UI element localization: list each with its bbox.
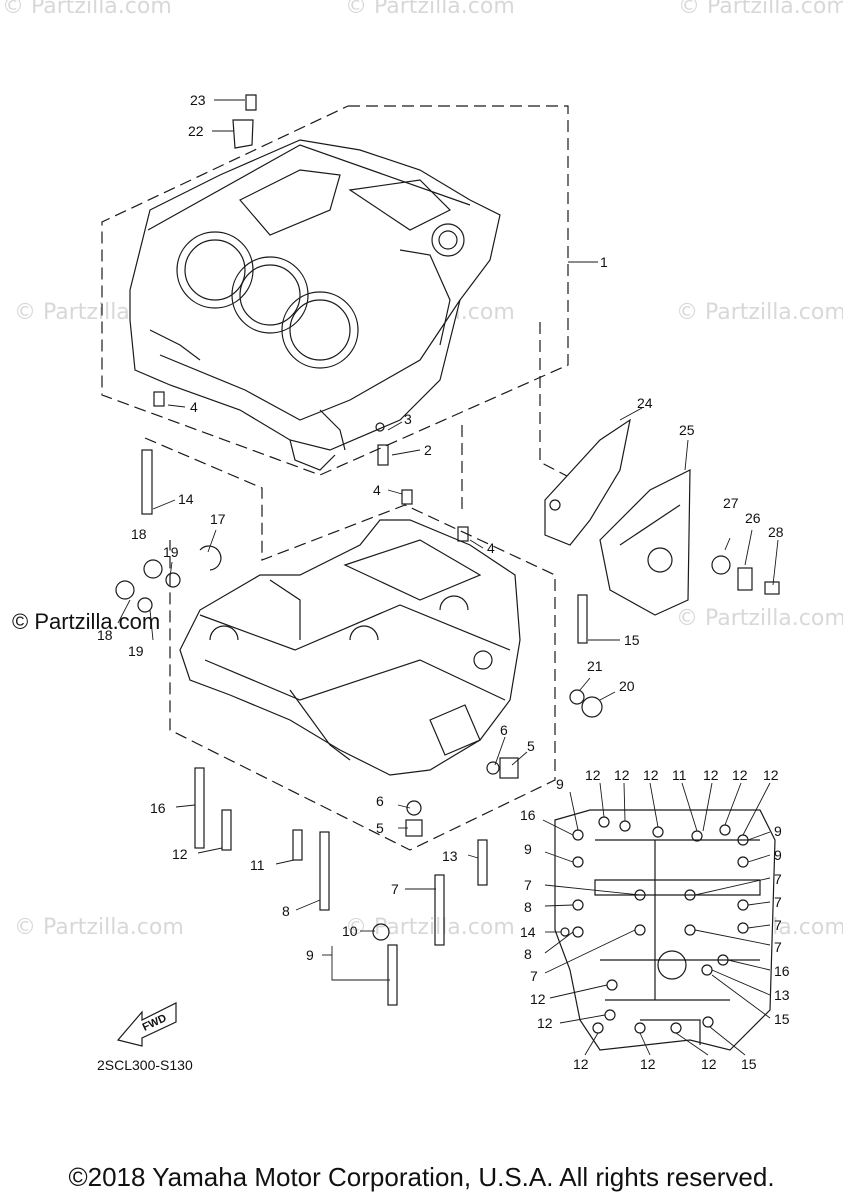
callout-1: 1 [600, 254, 608, 270]
inset-callout-12: 12 [585, 767, 601, 783]
inset-callout-7: 7 [774, 871, 782, 887]
small-parts [115, 94, 780, 1006]
callout-8: 8 [282, 903, 290, 919]
inset-bottom-view [554, 809, 776, 1051]
callout-27: 27 [723, 495, 739, 511]
inset-callout-11: 11 [672, 767, 687, 783]
callout-24: 24 [637, 395, 653, 411]
watermark: © Partzilla.com [676, 606, 843, 631]
callout-5: 5 [376, 820, 384, 836]
callout-25: 25 [679, 422, 695, 438]
inset-callout-12: 12 [703, 767, 719, 783]
watermark: © Partzilla.com [676, 300, 843, 325]
copyright-text: ©2018 Yamaha Motor Corporation, U.S.A. A… [68, 1162, 775, 1192]
inset-callout-9: 9 [774, 823, 782, 839]
inset-callout-12: 12 [530, 991, 546, 1007]
callout-22: 22 [188, 123, 204, 139]
callout-12: 12 [172, 846, 188, 862]
fwd-arrow-icon [116, 1002, 177, 1047]
inset-callout-7: 7 [774, 917, 782, 933]
watermark: © Partzilla.com [345, 0, 515, 19]
inset-callout-7: 7 [774, 894, 782, 910]
callout-3: 3 [404, 411, 412, 427]
watermark: © Partzilla.com [678, 0, 843, 19]
inset-callout-12: 12 [640, 1056, 656, 1072]
watermark: © Partzilla.com [345, 915, 515, 940]
cover-25 [599, 469, 691, 616]
inset-callout-13: 13 [774, 987, 790, 1003]
lower-crankcase [179, 519, 521, 776]
callout-4: 4 [487, 540, 495, 556]
callout-10: 10 [342, 923, 358, 939]
dashed-outline-upper [101, 105, 569, 476]
inset-callout-12: 12 [701, 1056, 717, 1072]
callout-13: 13 [442, 848, 458, 864]
callout-18: 18 [131, 526, 147, 542]
diagram-code: 2SCL300-S130 [97, 1057, 193, 1073]
callout-9: 9 [306, 947, 314, 963]
inset-callout-12: 12 [763, 767, 779, 783]
cover-24 [544, 418, 631, 546]
callout-14: 14 [178, 491, 194, 507]
inset-callout-9: 9 [524, 841, 532, 857]
inset-callout-16: 16 [520, 807, 536, 823]
callout-16: 16 [150, 800, 166, 816]
inset-callout-12: 12 [537, 1015, 553, 1031]
inset-callout-8: 8 [524, 899, 532, 915]
inset-callout-9: 9 [774, 847, 782, 863]
watermark: © Partzilla.com [14, 915, 184, 940]
inset-callout-9: 9 [556, 776, 564, 792]
inset-callout-12: 12 [643, 767, 659, 783]
callout-6: 6 [500, 722, 508, 738]
callout-6: 6 [376, 793, 384, 809]
inset-callout-16: 16 [774, 963, 790, 979]
callout-28: 28 [768, 524, 784, 540]
callout-23: 23 [190, 92, 206, 108]
partzilla-watermark-dark: © Partzilla.com [12, 609, 161, 634]
callout-7: 7 [391, 881, 399, 897]
inset-callout-12: 12 [573, 1056, 589, 1072]
callout-18: 18 [97, 627, 113, 643]
callout-15: 15 [624, 632, 640, 648]
leader-lines [117, 99, 779, 981]
callout-11: 11 [250, 857, 265, 873]
inset-callout-12: 12 [732, 767, 748, 783]
inset-callout-15: 15 [741, 1056, 757, 1072]
inset-callout-7: 7 [774, 939, 782, 955]
inset-callout-8: 8 [524, 946, 532, 962]
callout-5: 5 [527, 738, 535, 754]
callout-20: 20 [619, 678, 635, 694]
inset-callout-15: 15 [774, 1011, 790, 1027]
inset-callout-12: 12 [614, 767, 630, 783]
upper-crankcase [129, 139, 501, 471]
watermark: © Partzilla.com [2, 0, 172, 19]
callout-4: 4 [373, 482, 381, 498]
inset-callout-14: 14 [520, 924, 536, 940]
inset-leaders [542, 782, 771, 1056]
callout-21: 21 [587, 658, 603, 674]
inset-callout-7: 7 [530, 968, 538, 984]
callout-26: 26 [745, 510, 761, 526]
inset-callout-7: 7 [524, 877, 532, 893]
callout-2: 2 [424, 442, 432, 458]
dashed-outline-lower [144, 322, 591, 851]
callout-19: 19 [128, 643, 144, 659]
callout-17: 17 [210, 511, 226, 527]
callout-19: 19 [163, 544, 179, 560]
callout-4: 4 [190, 399, 198, 415]
